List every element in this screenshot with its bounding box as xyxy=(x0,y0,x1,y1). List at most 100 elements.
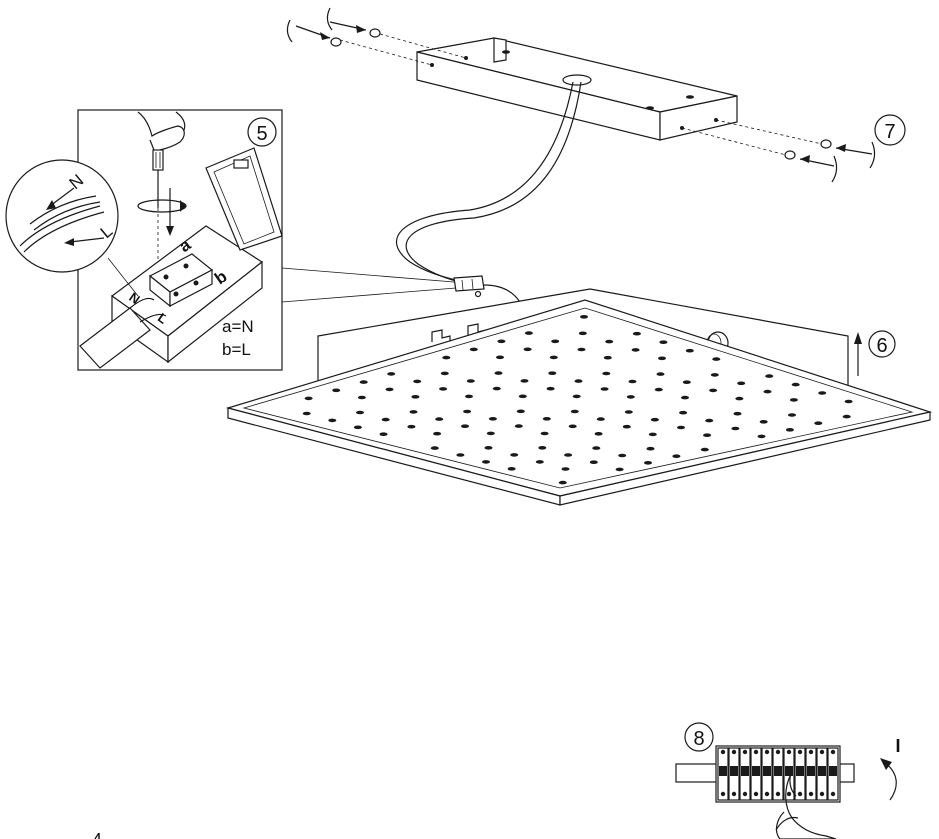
perforation-hole xyxy=(842,414,851,419)
perforation-hole xyxy=(602,371,611,376)
bracket-slot xyxy=(686,95,694,99)
perforation-hole xyxy=(514,424,523,428)
perforation-hole xyxy=(703,433,712,438)
wiring-detail-inset: a b N L a=N b=L 5 xyxy=(77,109,283,371)
breaker-toggle xyxy=(796,766,804,776)
perforation-hole xyxy=(622,424,631,429)
perforation-hole xyxy=(549,355,558,360)
perforation-hole xyxy=(735,396,744,401)
perforation-hole xyxy=(542,417,551,421)
perforation-hole xyxy=(442,355,451,360)
perforation-hole xyxy=(433,431,442,436)
perforation-hole xyxy=(705,418,714,423)
perforation-hole xyxy=(712,357,721,361)
perforation-hole xyxy=(788,413,796,417)
perforation-hole xyxy=(626,395,635,399)
perforation-hole xyxy=(632,331,641,336)
perforation-hole xyxy=(497,339,506,344)
legend-b-equals-l: b=L xyxy=(222,340,251,359)
perforation-hole xyxy=(461,424,469,429)
breaker-toggle xyxy=(763,766,771,776)
perforation-hole xyxy=(516,409,525,414)
perforation-hole xyxy=(700,447,709,452)
perforation-hole xyxy=(520,379,529,383)
perforation-hole xyxy=(685,348,694,353)
perforation-hole xyxy=(409,410,418,414)
perforation-hole xyxy=(435,417,444,421)
perforation-hole xyxy=(535,460,544,464)
perforation-hole xyxy=(359,380,368,384)
breaker-toggle xyxy=(807,766,815,776)
perforation-hole xyxy=(411,395,420,399)
perforation-hole xyxy=(682,380,691,385)
step-5-number: 5 xyxy=(256,123,267,145)
perforation-hole xyxy=(465,394,473,399)
bracket-slot xyxy=(502,50,510,54)
perforation-hole xyxy=(407,424,416,429)
perforation-hole xyxy=(469,347,478,352)
wire-closeup-bubble: N L xyxy=(5,159,139,297)
perforation-hole xyxy=(628,379,637,384)
perforation-hole xyxy=(558,480,567,485)
perforation-hole xyxy=(564,453,573,457)
perforation-hole xyxy=(488,417,497,421)
step-8-number: 8 xyxy=(693,728,704,750)
perforation-hole xyxy=(357,395,366,400)
perforation-hole xyxy=(385,387,394,392)
perforation-hole xyxy=(523,347,532,352)
perforation-hole xyxy=(600,387,609,391)
perforation-hole xyxy=(589,460,598,465)
perforation-hole xyxy=(572,394,581,399)
perforation-hole xyxy=(568,424,577,429)
perforation-hole xyxy=(304,396,313,401)
breaker-toggle xyxy=(774,766,782,776)
perforation-hole xyxy=(302,411,311,416)
perforation-hole xyxy=(737,381,746,386)
perforation-hole xyxy=(765,374,774,378)
perforation-hole xyxy=(413,379,422,384)
breaker-on-symbol: I xyxy=(895,736,900,756)
perforation-hole xyxy=(574,379,583,383)
perforation-hole xyxy=(381,417,390,422)
perforation-hole xyxy=(789,398,798,402)
perforation-hole xyxy=(672,454,681,459)
perforation-hole xyxy=(540,431,549,436)
ceiling-panel xyxy=(225,288,933,506)
perforation-hole xyxy=(791,382,800,387)
perforation-hole xyxy=(494,371,503,375)
perforation-hole xyxy=(679,410,688,415)
perforation-hole xyxy=(681,395,689,400)
breaker-toggle xyxy=(785,766,793,776)
perforation-hole xyxy=(624,410,633,414)
perforation-hole xyxy=(440,371,449,376)
screws-left xyxy=(286,7,467,66)
breaker-toggle xyxy=(741,766,749,776)
panel-perforations xyxy=(302,315,853,485)
perforation-hole xyxy=(387,372,396,376)
perforation-hole xyxy=(605,339,614,344)
perforation-hole xyxy=(486,431,495,436)
perforation-hole xyxy=(731,426,740,431)
perforation-hole xyxy=(818,391,827,395)
perforation-hole xyxy=(328,418,337,423)
perforation-hole xyxy=(644,461,652,465)
perforation-hole xyxy=(654,387,663,392)
perforation-hole xyxy=(646,446,655,451)
perforation-hole xyxy=(482,460,490,464)
breaker-toggle xyxy=(818,766,826,776)
perforation-hole xyxy=(510,453,519,457)
perforation-hole xyxy=(844,399,853,404)
perforation-hole xyxy=(570,409,579,414)
perforation-hole xyxy=(677,425,685,430)
perforation-hole xyxy=(578,331,587,336)
legend-a-equals-n: a=N xyxy=(222,317,254,336)
perforation-hole xyxy=(496,355,504,360)
perforation-hole xyxy=(580,315,588,319)
perforation-hole xyxy=(538,446,547,450)
perforation-hole xyxy=(466,379,475,383)
perforation-hole xyxy=(484,446,493,450)
step-6-number: 6 xyxy=(876,335,887,357)
perforation-hole xyxy=(356,410,364,415)
perforation-hole xyxy=(548,371,557,376)
